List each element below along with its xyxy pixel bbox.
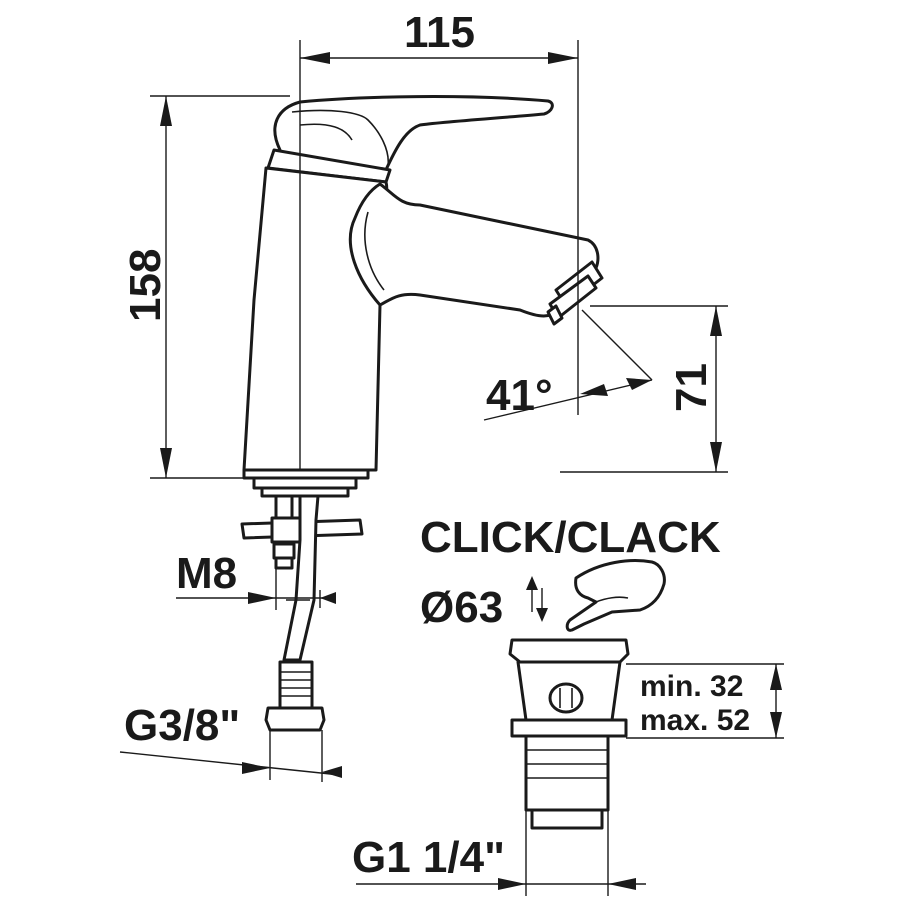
flexible-hose	[282, 494, 320, 662]
thread-rod-label: M8	[176, 549, 237, 598]
dimension-waste-thread: G1 1/4"	[352, 810, 646, 896]
dimension-waste-length: min. 32 max. 52	[626, 663, 784, 739]
up-down-arrows-icon	[526, 576, 548, 622]
height-label: 158	[121, 249, 170, 322]
dimension-angle: 41°	[483, 309, 653, 421]
dimension-hose-connection: G3/8"	[119, 701, 342, 782]
spout-height-label: 71	[667, 363, 716, 412]
mounting-hardware	[240, 494, 364, 732]
hose-nut	[264, 706, 326, 732]
aerator	[546, 260, 604, 326]
dimension-height: 158	[121, 95, 290, 479]
waste-diameter-label: Ø63	[420, 583, 503, 632]
dimension-spout-height: 71	[560, 305, 728, 473]
waste-plug	[508, 638, 630, 664]
waste-max-label: max. 52	[640, 704, 750, 737]
hose-connection-label: G3/8"	[124, 701, 240, 750]
dimension-width: 115	[299, 8, 579, 470]
waste-thread-label: G1 1/4"	[352, 833, 505, 882]
dimension-thread-rod: M8	[176, 549, 336, 610]
hose-crimp	[278, 660, 314, 710]
waste-min-label: min. 32	[640, 670, 743, 703]
faucet	[242, 95, 604, 498]
waste-assembly: CLICK/CLACK Ø63	[420, 513, 721, 830]
spout	[348, 182, 600, 318]
width-label: 115	[404, 8, 475, 57]
angle-label: 41°	[486, 371, 553, 420]
waste-thread	[524, 734, 610, 812]
click-clack-label: CLICK/CLACK	[420, 513, 721, 562]
pointing-finger-icon	[565, 559, 666, 632]
